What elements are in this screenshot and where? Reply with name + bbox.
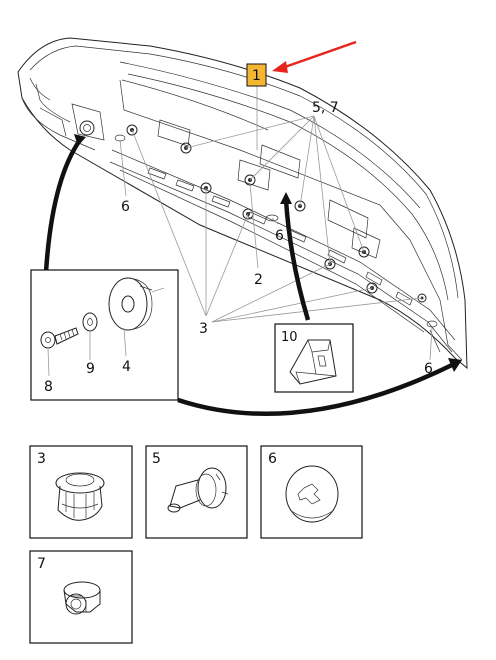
connector-arrows bbox=[43, 134, 462, 417]
callout-bracket: 2 bbox=[254, 272, 263, 288]
callout-clips: 3 bbox=[199, 321, 208, 337]
rivet-clip-icon bbox=[167, 467, 229, 513]
thumb-part-5: 5 bbox=[145, 445, 248, 539]
thumb-label-5: 5 bbox=[152, 451, 161, 467]
detail-bracket-box: 10 bbox=[274, 323, 354, 393]
callout-bush: 4 bbox=[122, 359, 131, 375]
callout-washer: 9 bbox=[86, 361, 95, 377]
thumb-part-3: 3 bbox=[29, 445, 133, 539]
panel-fasteners bbox=[126, 124, 427, 303]
leader-lines bbox=[119, 86, 433, 361]
thumb-label-6: 6 bbox=[268, 451, 277, 467]
thumb-part-6: 6 bbox=[260, 445, 363, 539]
hex-nut-icon bbox=[63, 581, 101, 615]
callout-cover-mid: 6 bbox=[275, 228, 284, 244]
highlight-box bbox=[246, 63, 267, 87]
bumper-panel bbox=[17, 37, 468, 370]
thumb-label-7: 7 bbox=[37, 556, 46, 572]
highlight-arrow bbox=[272, 40, 357, 73]
callout-screw: 8 bbox=[44, 379, 53, 395]
round-cap-icon bbox=[285, 465, 339, 523]
thumb-part-7: 7 bbox=[29, 550, 133, 644]
callout-bracket-detail: 10 bbox=[281, 330, 298, 345]
callout-cover-right: 6 bbox=[424, 361, 433, 377]
callout-clip-group: 5, 7 bbox=[312, 100, 339, 116]
push-clip-icon bbox=[55, 472, 105, 521]
callout-cover-left: 6 bbox=[121, 199, 130, 215]
detail-fastener-box: 8 9 4 bbox=[30, 269, 179, 401]
thumb-label-3: 3 bbox=[37, 451, 46, 467]
callout-main: 1 bbox=[252, 68, 261, 84]
